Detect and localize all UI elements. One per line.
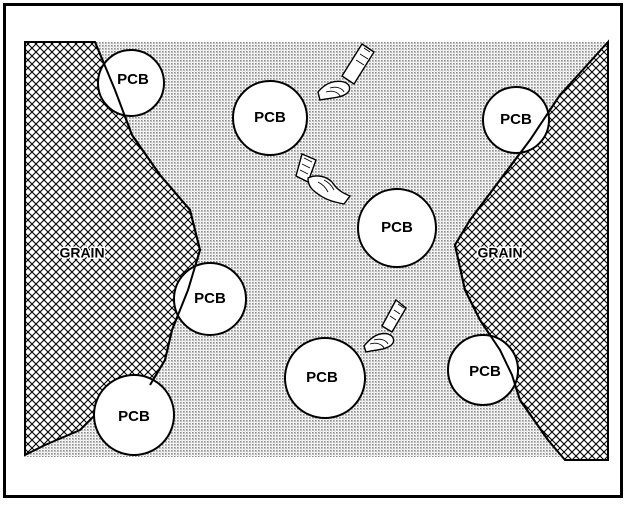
- pcb-particle: PCB: [97, 49, 165, 117]
- handshake-icon: [317, 43, 375, 101]
- pcb-label: PCB: [194, 290, 226, 307]
- grain-right-label: GRAIN: [477, 245, 522, 261]
- grain-right-edge: [453, 94, 561, 441]
- pcb-particle: PCB: [357, 188, 437, 268]
- grain-left-label: GRAIN: [59, 245, 104, 261]
- grain-left-edge: [94, 41, 202, 386]
- pcb-label: PCB: [381, 219, 413, 236]
- pcb-label: PCB: [118, 408, 150, 425]
- pcb-label: PCB: [254, 109, 286, 126]
- pcb-label: PCB: [117, 71, 149, 88]
- pcb-particle: PCB: [482, 86, 550, 154]
- pcb-particle: PCB: [173, 262, 247, 336]
- handshake-icon: [295, 153, 352, 205]
- pcb-particle: PCB: [447, 334, 519, 406]
- pcb-label: PCB: [500, 111, 532, 128]
- pcb-label: PCB: [469, 363, 501, 380]
- pcb-particle: PCB: [232, 80, 308, 156]
- pcb-particle: PCB: [93, 374, 175, 456]
- pcb-particle: PCB: [284, 337, 366, 419]
- handshake-icon: [363, 298, 407, 353]
- pcb-label: PCB: [306, 369, 338, 386]
